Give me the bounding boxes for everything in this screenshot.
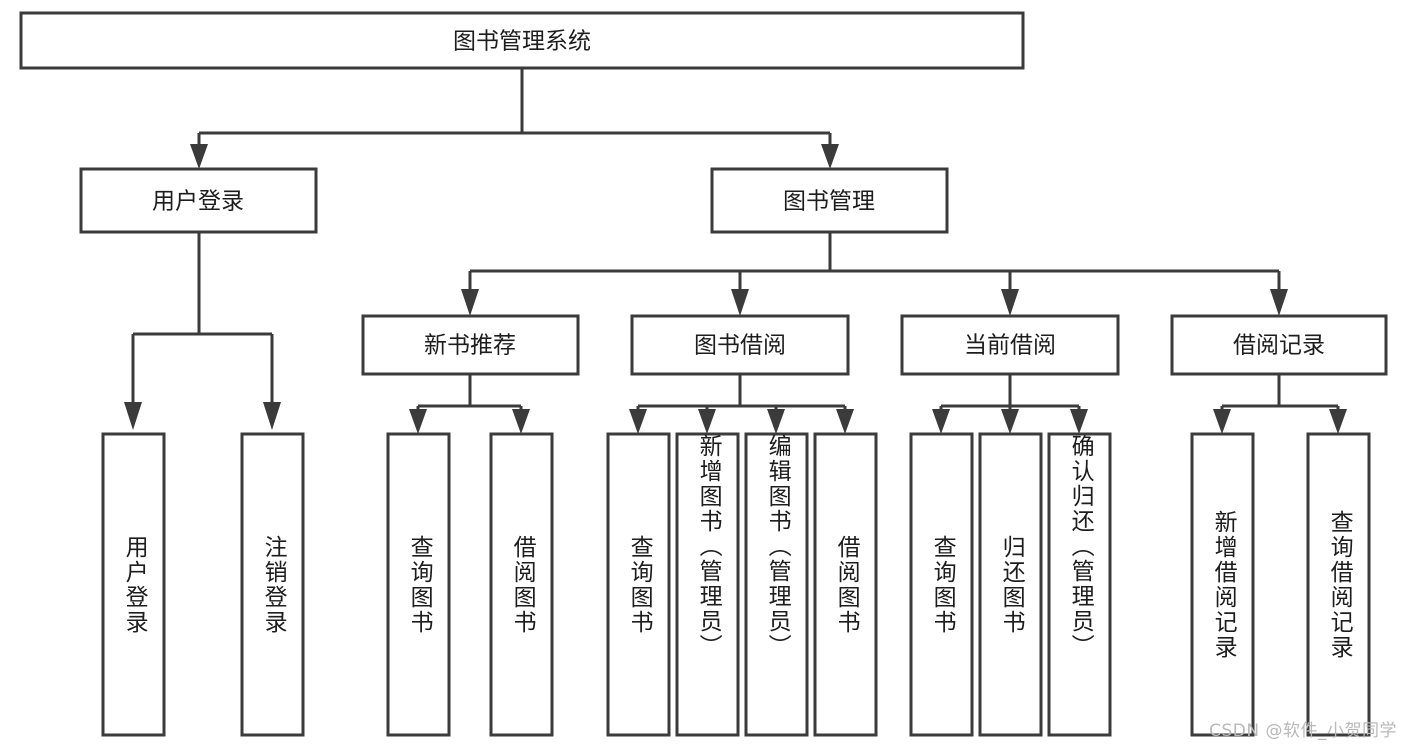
arrow-head-leaf-user-login bbox=[124, 402, 142, 430]
arrow-head-book-borrow bbox=[731, 289, 749, 316]
node-leaf-add-borrow-record-rect[interactable] bbox=[1190, 432, 1255, 737]
node-book-borrow-rect[interactable] bbox=[630, 314, 850, 376]
arrow-head-leaf-add-book-admin bbox=[698, 409, 716, 434]
node-leaf-query-book-2-rect[interactable] bbox=[606, 432, 671, 737]
node-borrow-record-rect[interactable] bbox=[1170, 314, 1388, 376]
node-book-borrow[interactable]: 图书借阅 bbox=[630, 314, 850, 376]
node-user-login-rect[interactable] bbox=[79, 167, 318, 234]
node-leaf-query-book-3-rect[interactable] bbox=[909, 432, 974, 737]
node-leaf-return-book-rect[interactable] bbox=[978, 432, 1043, 737]
arrow-head-book-manage bbox=[821, 144, 839, 169]
nodes-group: 图书管理系统 用户登录 图书管理 新书推荐 图书借阅 当前 bbox=[19, 11, 1388, 737]
node-leaf-query-book-1-rect[interactable] bbox=[386, 432, 451, 737]
node-leaf-query-borrow-record-rect[interactable] bbox=[1306, 432, 1371, 737]
node-new-book-recommend[interactable]: 新书推荐 bbox=[361, 314, 580, 376]
node-leaf-edit-book-admin-rect[interactable] bbox=[744, 432, 809, 737]
arrow-head-leaf-add-borrow-record bbox=[1213, 409, 1231, 434]
arrow-head-leaf-confirm-return-admin bbox=[1070, 409, 1088, 434]
node-book-manage-label: 图书管理 bbox=[783, 189, 875, 215]
node-borrow-record[interactable]: 借阅记录 bbox=[1170, 314, 1388, 376]
arrow-head-leaf-borrow-book-1 bbox=[512, 409, 530, 434]
node-user-login-label: 用户登录 bbox=[152, 189, 244, 215]
node-leaf-confirm-return-admin-rect[interactable] bbox=[1047, 432, 1112, 737]
arrow-head-borrow-record bbox=[1270, 289, 1288, 316]
arrow-head-leaf-query-book-1 bbox=[409, 409, 427, 434]
arrow-head-leaf-query-book-2 bbox=[629, 409, 647, 434]
arrow-head-user-login bbox=[190, 144, 208, 169]
node-root-label: 图书管理系统 bbox=[453, 29, 591, 55]
node-root[interactable]: 图书管理系统 bbox=[19, 11, 1025, 70]
arrow-head-current-borrow bbox=[1001, 289, 1019, 316]
arrow-head-leaf-return-book bbox=[1001, 409, 1019, 434]
node-book-borrow-label: 图书借阅 bbox=[694, 333, 786, 359]
arrow-head-leaf-borrow-book-2 bbox=[836, 409, 854, 434]
node-leaf-logout-login-rect[interactable] bbox=[240, 432, 305, 737]
node-leaf-add-book-admin-rect[interactable] bbox=[675, 432, 740, 737]
node-new-book-recommend-label: 新书推荐 bbox=[424, 333, 516, 359]
watermark-text: CSDN @软件_小贺同学 bbox=[1209, 721, 1397, 741]
node-user-login[interactable]: 用户登录 bbox=[79, 167, 318, 234]
node-new-book-recommend-rect[interactable] bbox=[361, 314, 580, 376]
node-current-borrow-label: 当前借阅 bbox=[964, 333, 1056, 359]
arrow-head-new-book-recommend bbox=[461, 289, 479, 316]
node-current-borrow[interactable]: 当前借阅 bbox=[900, 314, 1120, 376]
node-leaf-borrow-book-2-rect[interactable] bbox=[813, 432, 878, 737]
node-book-manage[interactable]: 图书管理 bbox=[710, 167, 949, 234]
node-leaf-user-login-rect[interactable] bbox=[101, 432, 166, 737]
edges-group bbox=[124, 68, 1347, 434]
arrow-head-leaf-logout-login bbox=[263, 402, 281, 430]
arrow-head-leaf-query-borrow-record bbox=[1329, 409, 1347, 434]
node-book-manage-rect[interactable] bbox=[710, 167, 949, 234]
arrow-head-leaf-edit-book-admin bbox=[767, 409, 785, 434]
node-root-rect[interactable] bbox=[19, 11, 1025, 70]
arrow-head-leaf-query-book-3 bbox=[932, 409, 950, 434]
node-current-borrow-rect[interactable] bbox=[900, 314, 1120, 376]
node-borrow-record-label: 借阅记录 bbox=[1233, 333, 1325, 359]
node-leaf-borrow-book-1-rect[interactable] bbox=[489, 432, 554, 737]
